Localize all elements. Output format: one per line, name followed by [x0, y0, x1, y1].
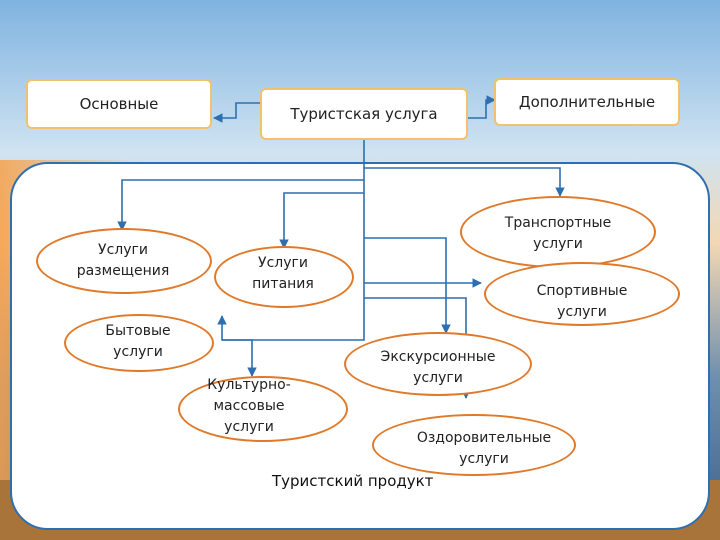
- household-ellipse: [64, 314, 214, 372]
- tourist-service-box: Туристская услуга: [260, 88, 468, 140]
- household-label: Бытовые услуги: [105, 323, 171, 360]
- cultural-label: Культурно- массовые услуги: [207, 377, 291, 435]
- basic-services-label: Основные: [79, 95, 159, 113]
- additional-services-label: Дополнительные: [518, 93, 656, 111]
- sports-label: Спортивные услуги: [536, 283, 628, 320]
- catering-ellipse: [214, 246, 354, 308]
- transport-label: Транспортные услуги: [504, 215, 612, 252]
- tourist-product-caption: Туристский продукт: [272, 472, 434, 490]
- excursion-ellipse: [344, 332, 532, 396]
- catering-label: Услуги питания: [252, 255, 314, 292]
- cultural-ellipse: [178, 376, 348, 442]
- accommodation-ellipse: [36, 228, 212, 294]
- additional-services-box: Дополнительные: [494, 78, 680, 126]
- excursion-label: Экскурсионные услуги: [380, 349, 496, 386]
- accommodation-label: Услуги размещения: [76, 242, 170, 279]
- basic-services-box: Основные: [26, 79, 212, 129]
- sports-ellipse: [484, 262, 680, 326]
- tourist-service-title: Туристская услуга: [290, 105, 438, 123]
- wellness-label: Оздоровительные услуги: [416, 430, 552, 467]
- wellness-ellipse: [372, 414, 576, 476]
